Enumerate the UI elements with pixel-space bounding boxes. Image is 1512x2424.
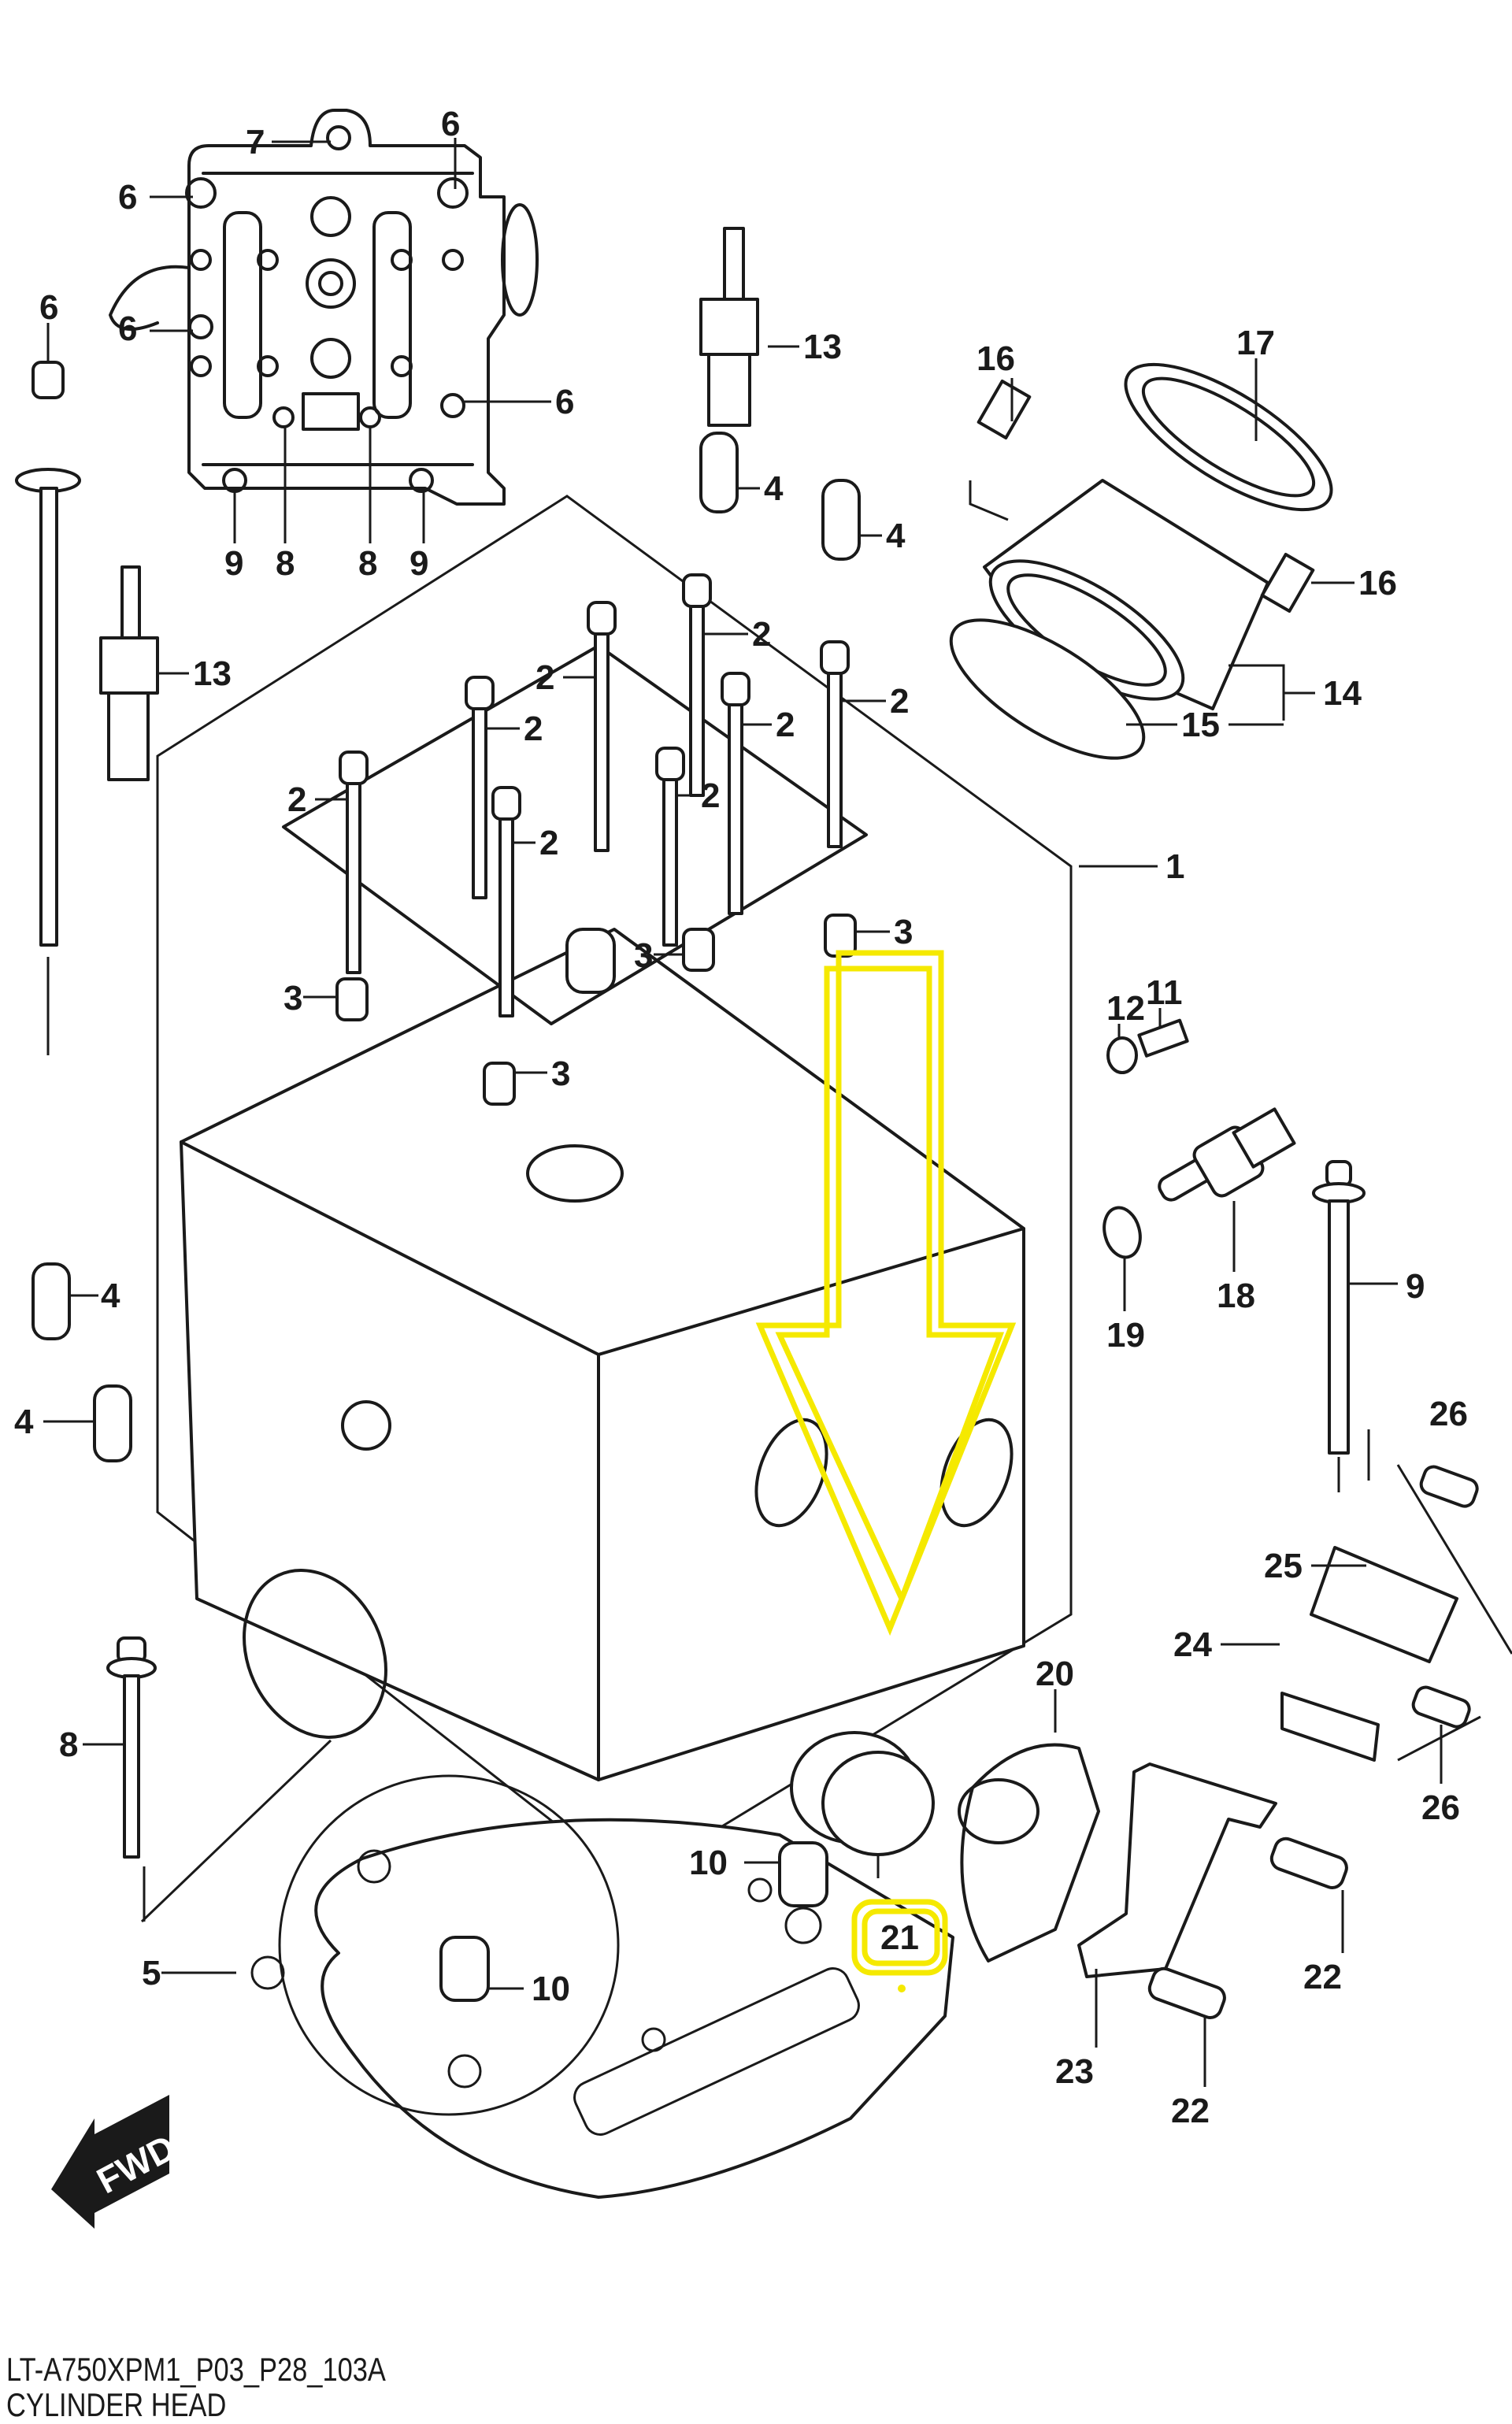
dowels-3 (303, 914, 890, 1106)
callout-17[interactable]: 17 (1236, 324, 1275, 362)
gasket-19 (1102, 1206, 1142, 1311)
callout-labels: 7 6 6 6 6 6 9 8 8 9 13 13 4 4 4 4 16 17 … (14, 105, 1468, 2130)
bolt-11-washer-12 (1106, 1008, 1189, 1074)
callout-6[interactable]: 6 (555, 383, 574, 421)
callout-9[interactable]: 9 (224, 544, 243, 583)
bracket-parts-24-25-26 (1221, 1429, 1512, 1784)
callout-22[interactable]: 22 (1171, 2092, 1210, 2130)
highlight-arrow (755, 950, 1017, 1636)
callout-3[interactable]: 3 (284, 979, 302, 1017)
callout-8[interactable]: 8 (358, 544, 377, 583)
temp-sensor-18 (1158, 1107, 1296, 1272)
callout-15[interactable]: 15 (1181, 706, 1220, 744)
diagram-title: CYLINDER HEAD (6, 2386, 227, 2423)
dowels-10 (439, 1841, 828, 2002)
callout-13[interactable]: 13 (193, 654, 232, 693)
callout-18[interactable]: 18 (1217, 1277, 1255, 1315)
callout-2[interactable]: 2 (287, 780, 306, 819)
callout-6[interactable]: 6 (118, 309, 137, 348)
callout-13[interactable]: 13 (803, 328, 842, 366)
callout-25[interactable]: 25 (1264, 1547, 1303, 1585)
spark-plug-lower (99, 565, 189, 781)
highlight-box-21[interactable] (851, 1899, 948, 1992)
callout-24[interactable]: 24 (1173, 1625, 1212, 1664)
cylinder-head-top-view (109, 109, 551, 543)
callout-19[interactable]: 19 (1106, 1316, 1145, 1355)
callout-26[interactable]: 26 (1421, 1788, 1460, 1827)
callout-14[interactable]: 14 (1323, 674, 1362, 713)
callout-2[interactable]: 2 (701, 776, 720, 815)
callout-6[interactable]: 6 (118, 178, 137, 217)
callout-16[interactable]: 16 (976, 339, 1015, 378)
callout-1[interactable]: 1 (1166, 847, 1184, 886)
callout-4[interactable]: 4 (764, 469, 784, 508)
bolt-8 (83, 1636, 332, 1923)
callout-3[interactable]: 3 (551, 1054, 570, 1093)
fwd-direction-arrow: FWD (51, 2095, 182, 2229)
head-gasket-5 (161, 1774, 954, 2199)
callout-8[interactable]: 8 (59, 1725, 78, 1764)
head-bolts-2 (315, 573, 886, 1017)
callout-2[interactable]: 2 (539, 824, 558, 862)
intake-pipe-assembly (949, 358, 1354, 760)
callout-11[interactable]: 11 (1146, 973, 1183, 1012)
callout-7[interactable]: 7 (246, 123, 265, 161)
long-bolt-9 (1312, 1160, 1398, 1492)
callout-9[interactable]: 9 (1406, 1267, 1425, 1306)
callout-9[interactable]: 9 (410, 544, 428, 583)
callout-16[interactable]: 16 (1358, 564, 1397, 602)
callout-21[interactable]: 21 (880, 1918, 919, 1957)
callout-3[interactable]: 3 (894, 913, 913, 951)
callout-12[interactable]: 12 (1106, 989, 1145, 1028)
callout-22[interactable]: 22 (1303, 1958, 1342, 1996)
long-bolt-6 (15, 323, 81, 1055)
callout-5[interactable]: 5 (142, 1954, 161, 1992)
cylinder-head-body (156, 495, 1158, 1884)
callout-3[interactable]: 3 (634, 936, 653, 975)
callout-10[interactable]: 10 (689, 1844, 728, 1882)
bolts-22 (1147, 1837, 1348, 2087)
callout-23[interactable]: 23 (1055, 2052, 1094, 2091)
callout-2[interactable]: 2 (536, 658, 554, 697)
callout-2[interactable]: 2 (524, 710, 543, 748)
callout-4[interactable]: 4 (101, 1277, 120, 1315)
callout-4[interactable]: 4 (14, 1403, 34, 1441)
dowel-pins-4 (32, 432, 882, 1462)
spark-plug-upper (699, 227, 799, 427)
callout-6[interactable]: 6 (39, 288, 58, 327)
bracket-23 (1077, 1762, 1277, 2048)
callout-6[interactable]: 6 (441, 105, 460, 143)
model-code: LT-A750XPM1_P03_P28_103A (6, 2351, 386, 2388)
callout-10[interactable]: 10 (532, 1970, 570, 2008)
thermostat-cover-20 (958, 1689, 1100, 1963)
callout-2[interactable]: 2 (776, 706, 795, 744)
callout-20[interactable]: 20 (1036, 1655, 1074, 1693)
callout-8[interactable]: 8 (276, 544, 295, 583)
callout-4[interactable]: 4 (886, 517, 906, 555)
callout-2[interactable]: 2 (752, 615, 771, 654)
callout-2[interactable]: 2 (890, 682, 909, 721)
callout-26[interactable]: 26 (1429, 1395, 1468, 1433)
thermostat-21 (790, 1731, 935, 1878)
